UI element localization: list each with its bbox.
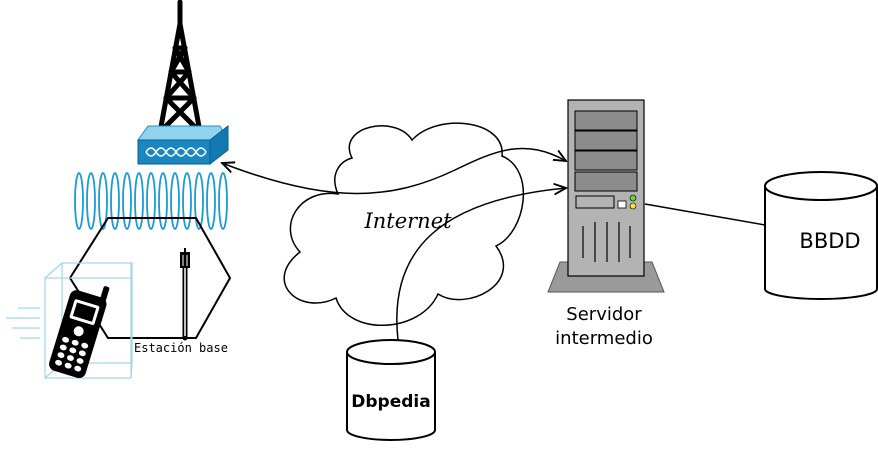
server-bbdd-link bbox=[644, 203, 766, 226]
internet-cloud bbox=[283, 122, 525, 326]
connectors bbox=[222, 147, 766, 341]
tower-server-link bbox=[222, 147, 566, 195]
bbdd-database-icon bbox=[764, 171, 878, 300]
base-station-label: Estación base bbox=[134, 341, 228, 355]
mobile-phone-icon bbox=[49, 286, 110, 379]
bbdd-label: BBDD bbox=[799, 229, 860, 253]
server-tower-icon bbox=[547, 99, 665, 293]
dbpedia-server-link bbox=[396, 188, 566, 341]
motion-lines bbox=[6, 307, 40, 339]
internet-label: Internet bbox=[363, 209, 452, 233]
server-label-line2: intermedio bbox=[555, 328, 653, 349]
radio-tower-icon bbox=[137, 0, 229, 166]
radio-waves bbox=[74, 172, 228, 230]
dbpedia-label: Dbpedia bbox=[351, 392, 430, 412]
server-label-line1: Servidor bbox=[566, 304, 642, 325]
dbpedia-database-icon bbox=[346, 339, 436, 441]
base-station-antenna-icon bbox=[180, 248, 190, 341]
